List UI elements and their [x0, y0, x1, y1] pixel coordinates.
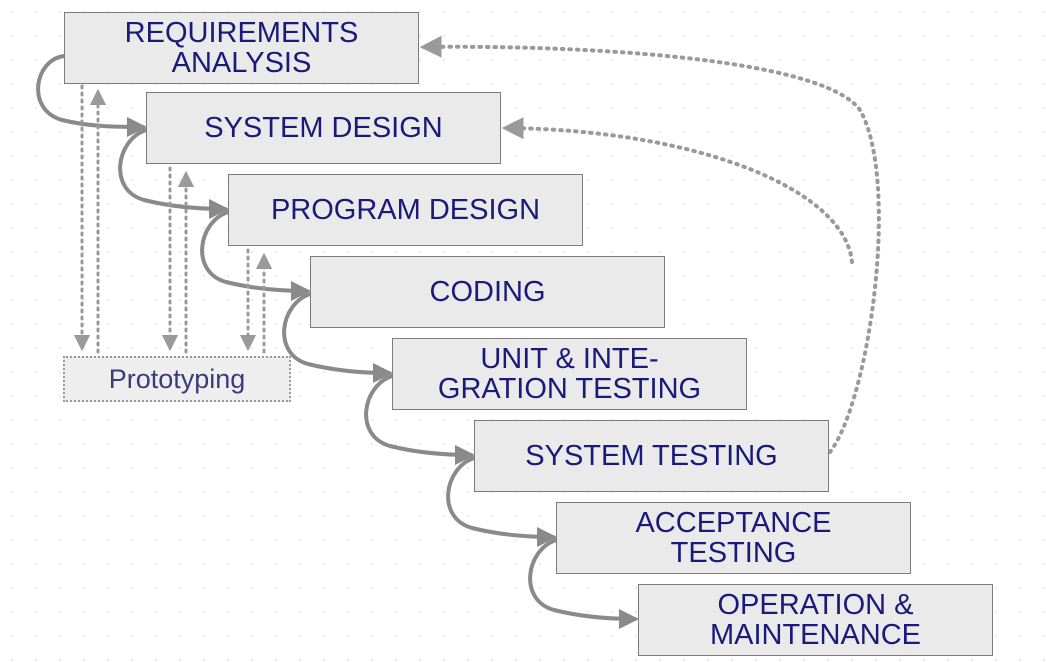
stage-label: UNIT & INTE-GRATION TESTING: [437, 343, 702, 405]
stage-label: CODING: [429, 276, 546, 308]
stage-unit-integration-testing: UNIT & INTE-GRATION TESTING: [392, 338, 747, 410]
flow-arrow-5: [364, 374, 475, 465]
flow-arrow-7: [528, 538, 639, 629]
feedback-arrow-requirements: [419, 35, 881, 454]
stage-system-testing: SYSTEM TESTING: [474, 420, 829, 492]
stage-coding: CODING: [310, 256, 665, 328]
feedback-arrow-system-design: [501, 117, 854, 264]
flow-arrow-3: [200, 210, 311, 301]
stage-label: OPERATION &MAINTENANCE: [709, 589, 922, 651]
solid-flow-arrows: [36, 54, 639, 629]
flow-arrow-1: [36, 54, 147, 137]
stage-program-design: PROGRAM DESIGN: [228, 174, 583, 246]
feedback-arrows: [419, 35, 881, 454]
stage-label: SYSTEM TESTING: [525, 440, 778, 472]
prototyping-box: Prototyping: [63, 356, 291, 402]
prototyping-arrows: [73, 84, 273, 354]
stage-system-design: SYSTEM DESIGN: [146, 92, 501, 164]
stage-label: SYSTEM DESIGN: [204, 112, 443, 144]
flow-arrow-4: [282, 292, 393, 383]
flow-arrow-2: [118, 128, 229, 219]
stage-label: PROGRAM DESIGN: [270, 194, 541, 226]
stage-operation-maintenance: OPERATION &MAINTENANCE: [638, 584, 993, 656]
prototyping-label: Prototyping: [108, 363, 246, 394]
flow-arrow-6: [446, 456, 557, 547]
